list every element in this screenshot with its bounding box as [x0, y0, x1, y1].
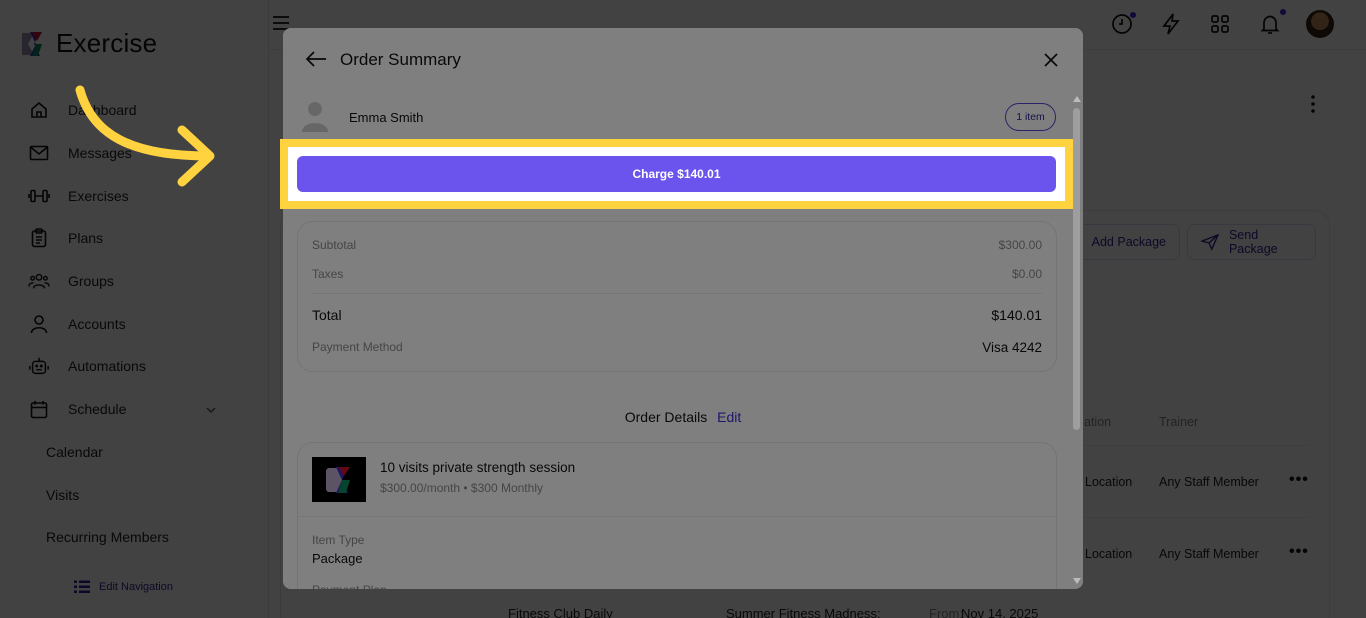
order-item-card: 10 visits private strength session $300.…: [297, 442, 1057, 589]
charge-button-highlight: Charge $140.01: [280, 139, 1073, 209]
summary-divider: [312, 293, 1042, 294]
item-type-value: Package: [312, 551, 363, 566]
payment-method-row: Payment Method Visa 4242: [312, 340, 1042, 355]
modal-scrollbar[interactable]: [1071, 94, 1083, 589]
item-thumbnail: [312, 457, 366, 502]
item-divider: [298, 516, 1056, 517]
modal-title: Order Summary: [340, 50, 461, 69]
customer-avatar-icon: [302, 102, 328, 132]
order-details-label: Order Details: [624, 409, 708, 425]
modal-header: Order Summary: [283, 28, 1083, 92]
scroll-up-arrow[interactable]: [1073, 96, 1081, 102]
payment-summary-card: Subtotal $300.00 Taxes $0.00 Total $140.…: [297, 221, 1057, 372]
order-details-edit-link[interactable]: Edit: [717, 409, 742, 425]
logo-icon: [326, 466, 350, 493]
customer-name: Emma Smith: [349, 109, 424, 125]
item-title: 10 visits private strength session: [380, 460, 576, 475]
payment-method-value: Visa 4242: [982, 340, 1042, 355]
payment-method-label: Payment Method: [312, 340, 403, 354]
customer-row: Emma Smith: [301, 100, 423, 134]
total-label: Total: [312, 307, 342, 323]
payment-plan-label: Payment Plan: [312, 583, 387, 589]
subtotal-row: Subtotal $300.00: [312, 238, 1042, 252]
annotation-arrow-icon: [75, 85, 215, 187]
scroll-thumb[interactable]: [1073, 108, 1080, 430]
close-icon[interactable]: [1043, 52, 1059, 68]
order-details-heading: Order Details Edit: [283, 409, 1083, 425]
order-summary-modal: Order Summary Emma Smith 1 item Subtotal…: [283, 28, 1083, 589]
items-count-badge: 1 item: [1005, 103, 1056, 131]
taxes-value: $0.00: [1011, 267, 1042, 281]
total-row: Total $140.01: [312, 307, 1042, 323]
total-value: $140.01: [991, 307, 1042, 323]
charge-button[interactable]: Charge $140.01: [297, 156, 1056, 192]
item-price: $300.00/month • $300 Monthly: [380, 481, 543, 495]
taxes-row: Taxes $0.00: [312, 267, 1042, 281]
taxes-label: Taxes: [312, 267, 344, 281]
subtotal-label: Subtotal: [312, 238, 357, 252]
scroll-down-arrow[interactable]: [1073, 578, 1081, 584]
back-arrow-icon[interactable]: [305, 50, 327, 68]
item-type-label: Item Type: [312, 533, 365, 547]
subtotal-value: $300.00: [998, 238, 1042, 252]
